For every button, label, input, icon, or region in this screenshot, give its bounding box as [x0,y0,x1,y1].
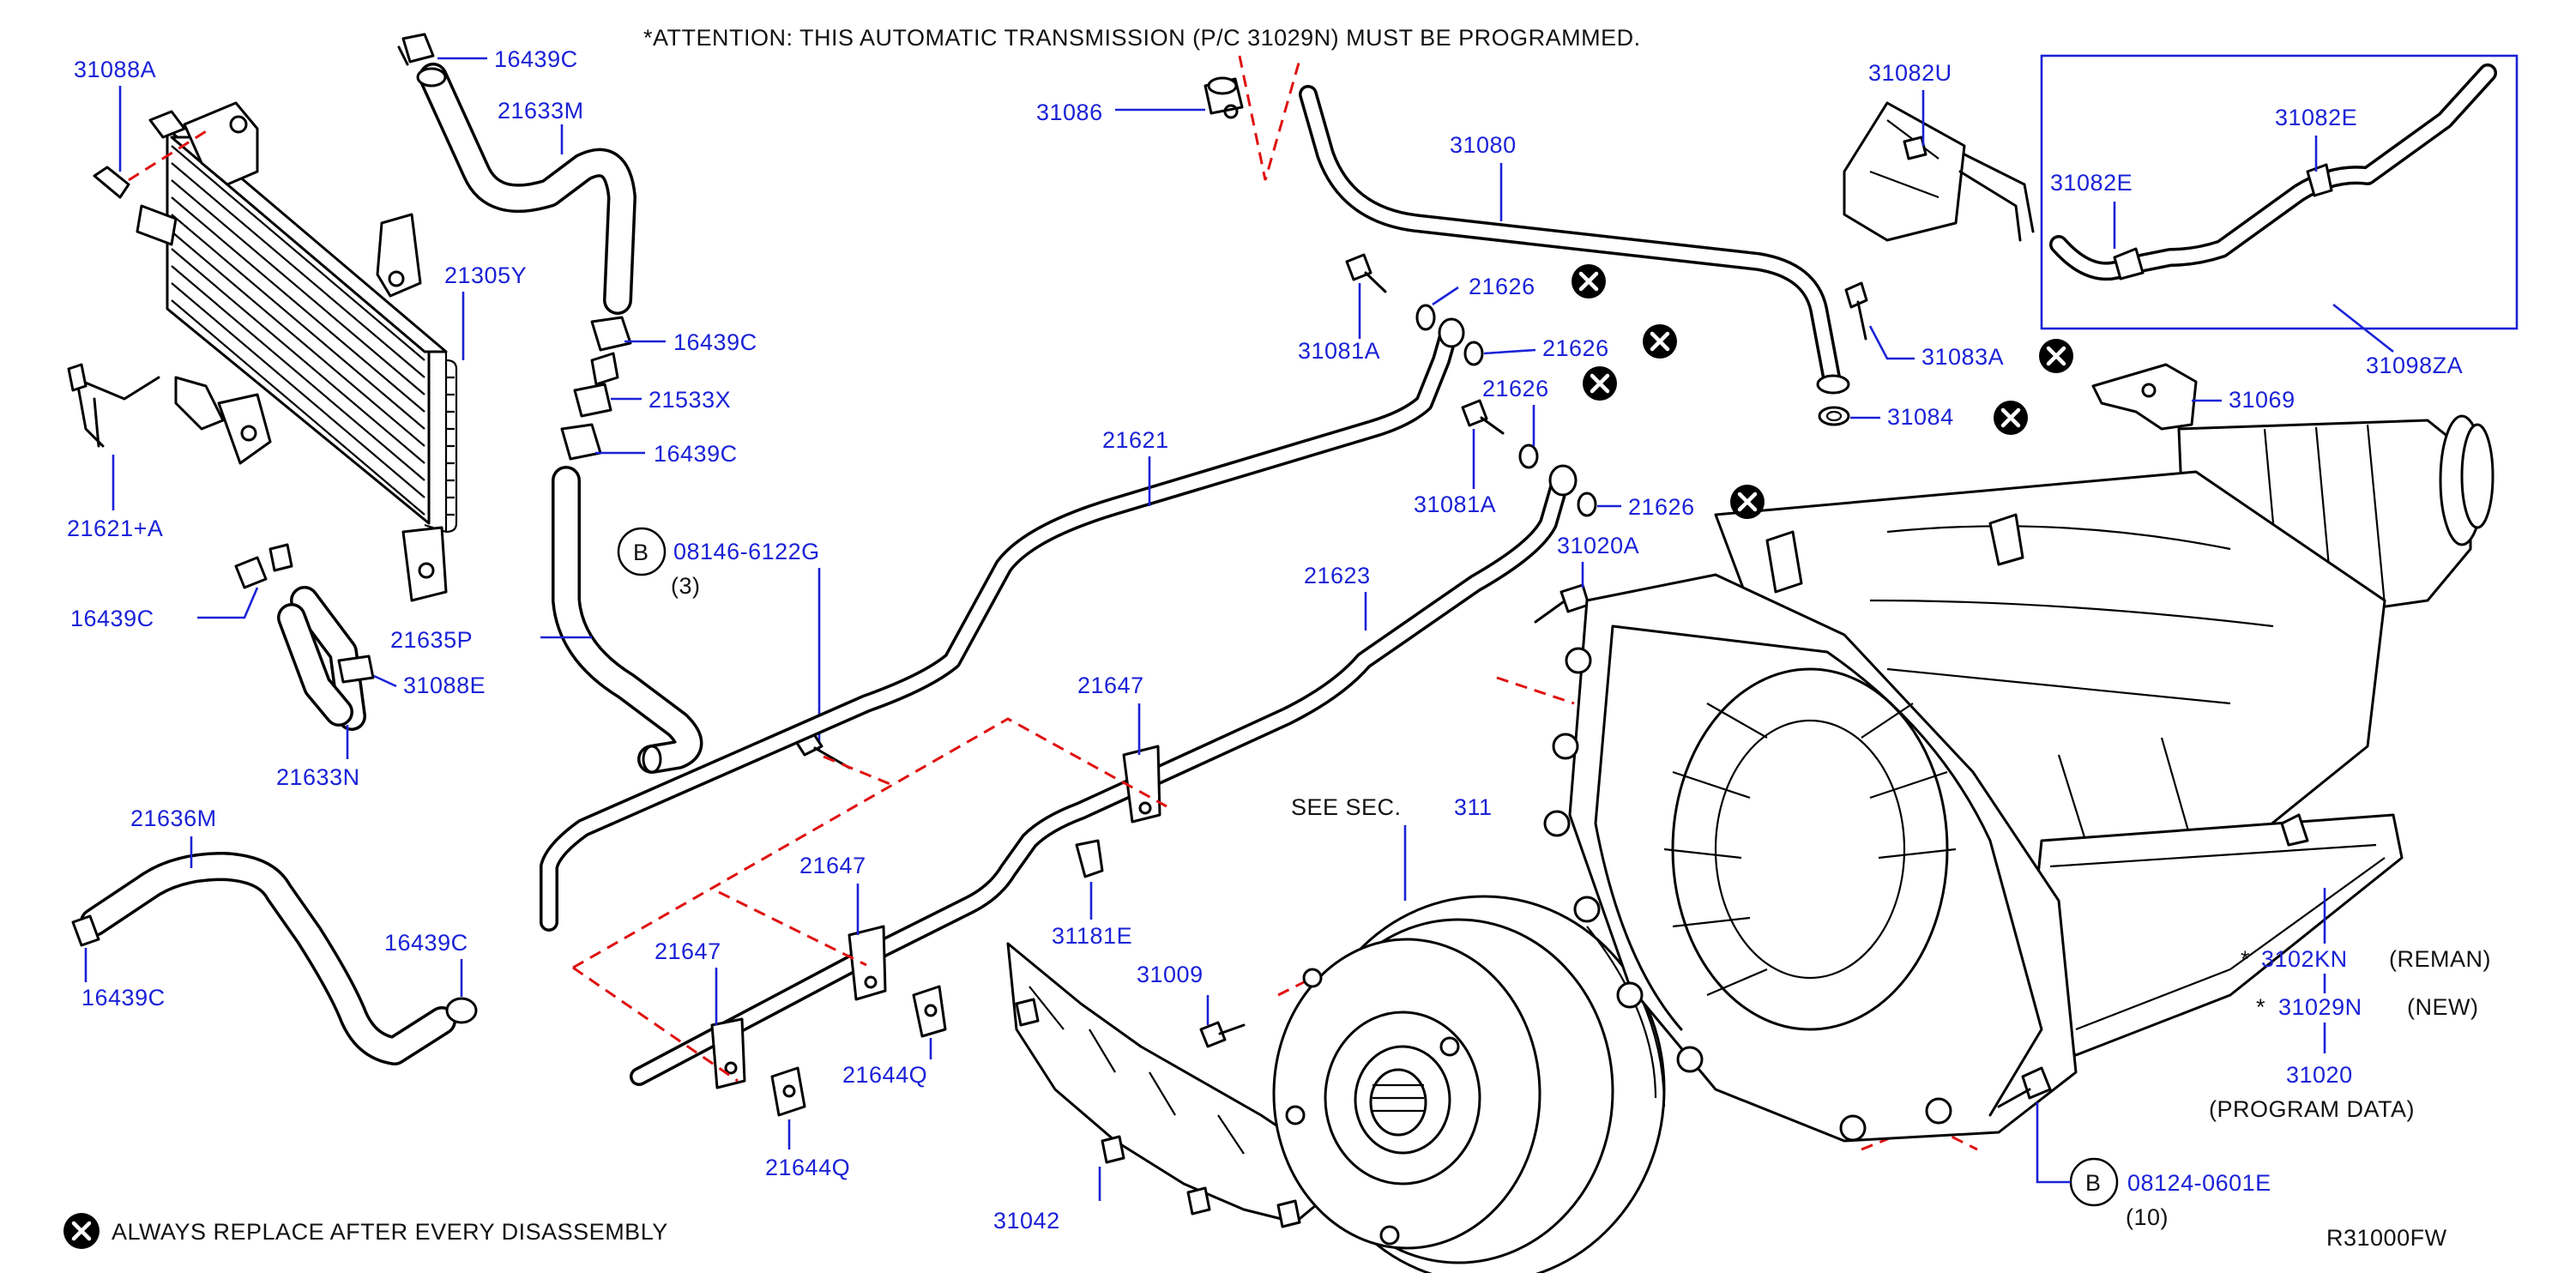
shield-31042-drawing [1006,942,1323,1228]
label-31082E-2: 31082E [2275,105,2357,130]
label-16439C-mid2: 16439C [654,441,738,467]
attention-note: *ATTENTION: THIS AUTOMATIC TRANSMISSION … [643,25,1641,51]
label-31088E: 31088E [403,673,486,698]
label-31009: 31009 [1137,962,1204,987]
bracket-21644Q-drawing [770,985,947,1117]
label-21626-3: 21626 [1482,376,1549,401]
bracket-31069-drawing [2091,363,2198,431]
label-21636M: 21636M [130,805,217,831]
replace-markers [1572,264,2073,519]
label-31086: 31086 [1036,100,1103,125]
label-31069: 31069 [2229,387,2295,413]
label-21533X: 21533X [649,387,731,413]
label-08146-6122G: 08146-6122G [673,539,820,564]
clip-31181E-drawing [1075,839,1104,878]
bolt-31081A-drawing [1345,253,1505,435]
label-31081A-2: 31081A [1414,492,1496,517]
bolt-08124-drawing [1997,1066,2052,1108]
assembly-guide-lines [572,55,1978,1151]
replace-marker-icon [1994,401,2028,435]
label-31082E-1: 31082E [2050,170,2133,196]
callout-b-letter: B [633,540,649,565]
replace-marker-icon [2039,339,2073,373]
label-31181E: 31181E [1052,923,1132,949]
label-21647-3: 21647 [655,938,721,964]
label-star-1: * [2241,946,2250,972]
label-21305Y: 21305Y [444,262,527,288]
hose-21635P-drawing [234,543,375,731]
replace-marker-icon [63,1213,100,1249]
bolt-31083A-drawing [1818,281,1868,426]
label-31083A: 31083A [1921,344,2004,370]
label-21621: 21621 [1102,427,1169,453]
label-21633M: 21633M [498,98,584,124]
label-31084: 31084 [1887,404,1954,430]
sensor-31086-drawing [1204,76,1244,119]
label-08146-qty: (3) [671,573,701,599]
label-16439C-b2: 16439C [384,930,468,956]
label-31080: 31080 [1450,132,1517,158]
label-16439C-top: 16439C [494,46,578,72]
replace-marker-icon [1572,264,1606,299]
label-see-sec-311: 311 [1454,794,1493,820]
tube-21621-drawing [540,317,1465,932]
replace-marker-icon [1583,366,1617,401]
hose-lower-drawing [552,466,703,774]
callout-b-circle [617,527,667,576]
label-21644Q-1: 21644Q [842,1062,927,1088]
bolt-31009-drawing [1199,1021,1246,1048]
subassembly-31098ZA-box [2040,54,2519,330]
tube-31080-drawing [1299,85,1850,395]
label-21626-1: 21626 [1469,274,1535,299]
callout-b2-letter: B [2085,1170,2102,1196]
label-star-2: * [2256,994,2265,1020]
bracket-31082U-drawing [1843,101,2035,242]
oil-cooler-drawing [93,101,458,602]
hose-21636M-drawing [71,852,478,1065]
replace-marker-icon [1643,324,1677,359]
label-31020-note: (PROGRAM DATA) [2209,1096,2415,1122]
label-31029N: 31029N [2278,994,2362,1020]
label-21647-1: 21647 [1077,673,1144,698]
replace-marker-icon [1730,485,1765,519]
legend-replace-note: ALWAYS REPLACE AFTER EVERY DISASSEMBLY [112,1219,668,1245]
label-31029N-note: (NEW) [2407,994,2478,1020]
label-3102KN: 3102KN [2261,946,2348,972]
bolt-31020A-drawing [1534,583,1590,624]
connector-21533X-drawing [560,316,632,461]
label-21644Q-2: 21644Q [765,1155,850,1180]
label-08124-qty: (10) [2126,1204,2169,1230]
label-31042: 31042 [993,1208,1060,1234]
washer-21626-drawing [1415,304,1597,517]
torque-converter-drawing [1272,895,1666,1273]
label-31098ZA: 31098ZA [2366,353,2463,378]
label-21626-4: 21626 [1628,494,1695,520]
label-16439C-left: 16439C [70,606,154,631]
harness-31082E-drawing [2049,63,2497,281]
label-31082U: 31082U [1868,60,1952,86]
hose-21633M-drawing [416,63,636,315]
label-16439C-mid: 16439C [673,329,757,355]
label-31081A-1: 31081A [1298,338,1380,364]
diagram-code: R31000FW [2326,1225,2447,1251]
label-31088A: 31088A [74,57,156,82]
label-see-sec: SEE SEC. [1291,794,1402,820]
label-21633N: 21633N [276,764,360,790]
label-08124-0601E: 08124-0601E [2127,1170,2271,1196]
label-21626-2: 21626 [1542,335,1609,361]
label-3102KN-note: (REMAN) [2389,946,2491,972]
tube-21623-drawing [630,464,1578,1086]
label-21647-2: 21647 [799,853,866,878]
transmission-drawing [1543,414,2495,1143]
clip-21647-drawing [710,745,1161,1089]
label-21621A: 21621+A [67,516,163,541]
bracket-21621A-drawing [67,363,160,448]
label-31020: 31020 [2286,1062,2353,1088]
clamp-16439C-top-drawing [397,33,435,66]
label-21623: 21623 [1304,563,1371,588]
label-31020A: 31020A [1557,533,1639,558]
label-21635P: 21635P [390,627,473,653]
label-16439C-b1: 16439C [81,985,166,1011]
